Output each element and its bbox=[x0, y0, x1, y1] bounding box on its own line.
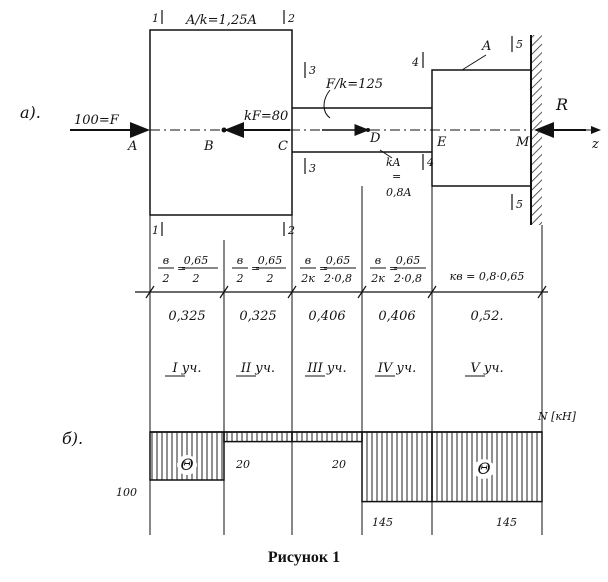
epure-bar-II bbox=[223, 431, 293, 443]
force-F-over-k-leader bbox=[323, 89, 331, 119]
point-A-label: A bbox=[127, 139, 137, 154]
point-B-label: B bbox=[203, 139, 214, 154]
segment-name: I уч. bbox=[171, 361, 201, 376]
segment-formula-eq-den: 2·0,8 bbox=[393, 272, 422, 285]
epure-value-label: 100 bbox=[116, 486, 137, 499]
segment-column: в 2к 0,65 2·0,8= 0,406 IV уч. bbox=[370, 254, 426, 377]
area-kA-leader bbox=[379, 149, 393, 159]
segment-table: в 2 0,65 2 = 0,325 I уч. в 2 0,65 2 = 0,325 II уч. в 2к… bbox=[158, 254, 525, 377]
area-kA-eq: = bbox=[392, 170, 401, 183]
force-kF-label: kF=80 bbox=[244, 109, 288, 124]
segment-formula-formula-num: в bbox=[305, 254, 311, 267]
equals-sign: = bbox=[177, 262, 186, 275]
segment-name: II уч. bbox=[240, 361, 275, 376]
segment-formula-eq-num: 0,65 bbox=[396, 254, 421, 267]
area-kA-label: kA bbox=[386, 156, 401, 169]
equals-sign: = bbox=[251, 262, 260, 275]
section-3-bot: 3 bbox=[309, 162, 316, 175]
point-M-label: M bbox=[515, 135, 530, 150]
segment-formula-eq-den: 2 bbox=[192, 272, 200, 285]
part-a-label: а). bbox=[20, 103, 41, 122]
z-axis-label: z bbox=[591, 137, 599, 152]
area-A-leader bbox=[461, 54, 487, 71]
segment-formula-formula-den: 2к bbox=[300, 272, 315, 285]
equals-sign: = bbox=[319, 262, 328, 275]
segment-value: 0,325 bbox=[168, 309, 205, 324]
section-5-top: 5 bbox=[516, 38, 523, 51]
reaction-R-label: R bbox=[555, 95, 568, 114]
part-b-label: б). bbox=[62, 429, 83, 448]
segment-formula-formula-num: в bbox=[163, 254, 169, 267]
epure-bar-III bbox=[291, 431, 363, 443]
segment-name: III уч. bbox=[306, 361, 346, 376]
segment-formula-formula-den: 2 bbox=[236, 272, 244, 285]
segment-value: 0,52. bbox=[470, 309, 503, 324]
segment-name: IV уч. bbox=[377, 361, 416, 376]
area-A-label: A bbox=[481, 39, 491, 54]
segment-formula-formula-num: в bbox=[375, 254, 381, 267]
section-2-top: 2 bbox=[287, 12, 295, 25]
segment-value: 0,325 bbox=[239, 309, 276, 324]
segment-column: кв = 0,8·0,65 0,52. V уч. bbox=[450, 270, 525, 377]
section-5-bot: 5 bbox=[516, 198, 523, 211]
segment-formula-formula-den: 2к bbox=[370, 272, 385, 285]
epure-bar-IV bbox=[361, 431, 433, 503]
bar-section-large bbox=[149, 29, 293, 216]
point-E-label: E bbox=[436, 135, 447, 150]
epure-value-label: 20 bbox=[235, 458, 250, 471]
segment-formula-eq-den: 2 bbox=[266, 272, 274, 285]
force-F-label: 100=F bbox=[74, 113, 120, 128]
section-1-top: 1 bbox=[152, 12, 159, 25]
segment-formula-eq-den: 2·0,8 bbox=[323, 272, 352, 285]
segment-column: в 2 0,65 2 = 0,325 I уч. bbox=[158, 254, 218, 377]
segment-formula-eq-num: 0,65 bbox=[326, 254, 351, 267]
point-D-dot bbox=[366, 128, 370, 132]
segment-column: в 2 0,65 2 = 0,325 II уч. bbox=[232, 254, 286, 377]
segment-formula-eq-num: 0,65 bbox=[184, 254, 209, 267]
section-4-top: 4 bbox=[411, 56, 419, 69]
segment-value: 0,406 bbox=[378, 309, 415, 324]
segment-formula-formula-num: в bbox=[237, 254, 243, 267]
section-3-top: 3 bbox=[309, 64, 316, 77]
area-kA-value: 0,8A bbox=[386, 186, 411, 199]
point-C-label: C bbox=[278, 139, 288, 154]
sign-label: Θ bbox=[477, 459, 490, 478]
segment-value: 0,406 bbox=[308, 309, 345, 324]
segment-formula-formula-den: 2 bbox=[162, 272, 170, 285]
sign-label: Θ bbox=[180, 455, 193, 474]
area-A-over-k-label: A/k=1,25A bbox=[185, 13, 257, 28]
figure-caption: Рисунок 1 bbox=[268, 549, 340, 566]
sign-label-bg bbox=[474, 459, 494, 479]
epure-value-label: 145 bbox=[372, 516, 393, 529]
sign-label-bg bbox=[177, 455, 197, 475]
point-B-dot bbox=[221, 127, 227, 133]
bar-section-right bbox=[431, 69, 532, 187]
segment-name: V уч. bbox=[470, 361, 503, 376]
axial-force-epure: 100 20 20 145 145 Θ Θ bbox=[116, 431, 543, 529]
epure-value-label: 20 bbox=[331, 458, 346, 471]
segment-formula-eq-num: 0,65 bbox=[258, 254, 283, 267]
epure-axis-label: N [кН] bbox=[537, 410, 577, 423]
point-D-label: D bbox=[369, 131, 381, 146]
section-4-bot: 4 bbox=[426, 156, 434, 169]
section-1-bot: 1 bbox=[152, 224, 159, 237]
section-marks bbox=[161, 10, 513, 236]
equals-sign: = bbox=[389, 262, 398, 275]
epure-value-label: 145 bbox=[496, 516, 517, 529]
table-divider-ticks bbox=[145, 285, 547, 299]
force-F-over-k-label: F/k=125 bbox=[325, 77, 383, 92]
section-2-bot: 2 bbox=[287, 224, 295, 237]
segment-formula: кв = 0,8·0,65 bbox=[450, 270, 525, 283]
